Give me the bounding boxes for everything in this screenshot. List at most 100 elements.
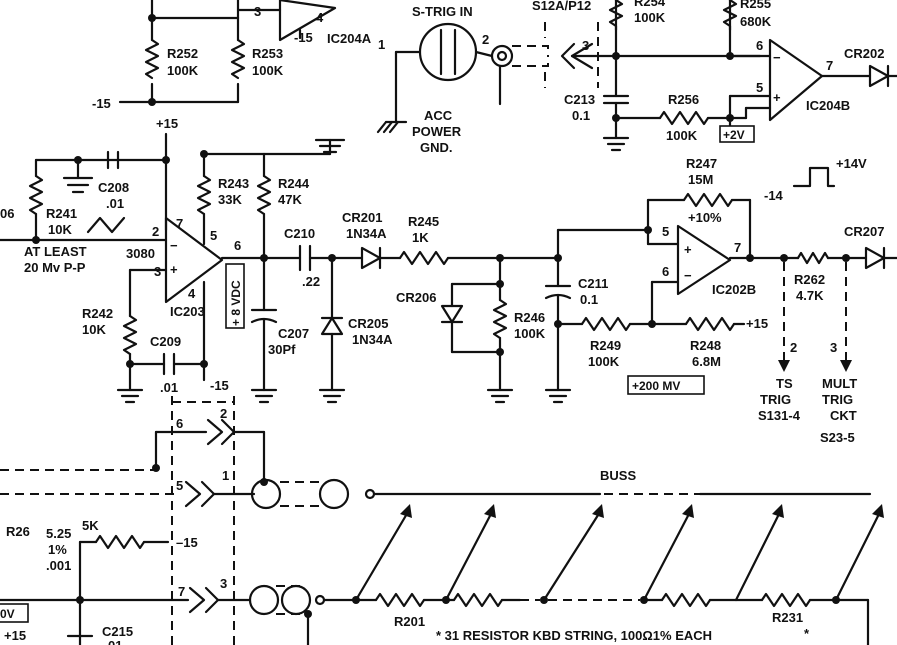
conn-pin-7: 7 (178, 584, 185, 599)
ic203-section: 06 C208 .01 R241 10K AT LEAST 20 Mv P-P … (0, 116, 562, 404)
r252-value: 100K (167, 63, 199, 78)
ic203-pin7: 7 (176, 216, 183, 231)
r26-val-2: 1% (48, 542, 67, 557)
r241-value: 10K (48, 222, 72, 237)
ts-label-1: TS (776, 376, 793, 391)
r246-ref: R246 (514, 310, 545, 325)
ts-label-3: S131-4 (758, 408, 801, 423)
c209-ref: C209 (150, 334, 181, 349)
cr206-ref: CR206 (396, 290, 436, 305)
r248-value: 6.8M (692, 354, 721, 369)
plus15c-label: +15 (4, 628, 26, 643)
plus8vdc-label: + 8 VDC (229, 280, 243, 326)
mult-pin: 3 (830, 340, 837, 355)
pin-1: 1 (378, 37, 385, 52)
r242-ref: R242 (82, 306, 113, 321)
c211-value: 0.1 (580, 292, 598, 307)
ic204b-ref: IC204B (806, 98, 850, 113)
s-trig-jack-icon (418, 22, 478, 82)
c215-ref: C215 (102, 624, 133, 639)
ov-box-label: 0V (0, 607, 15, 621)
key-contact-arrows (354, 504, 884, 602)
r255-value: 680K (740, 14, 772, 29)
r246-value: 100K (514, 326, 546, 341)
r26-val-1: 5.25 (46, 526, 71, 541)
ts-pin: 2 (790, 340, 797, 355)
r256-ref: R256 (668, 92, 699, 107)
r243-value: 33K (218, 192, 242, 207)
kbd-star: * (804, 626, 810, 641)
r244-ref: R244 (278, 176, 310, 191)
pulse-label: -14 (764, 188, 784, 203)
mult-label-3: CKT (830, 408, 857, 423)
ic202-pin7: 7 (734, 240, 741, 255)
conn-pin-1: 1 (222, 468, 229, 483)
c213-ref: C213 (564, 92, 595, 107)
conn-pin-3: 3 (220, 576, 227, 591)
plus15b-label: +15 (746, 316, 768, 331)
ic202b-ref: IC202B (712, 282, 756, 297)
c210-value: .22 (302, 274, 320, 289)
c213-value: 0.1 (572, 108, 590, 123)
acc-label: ACC (424, 108, 453, 123)
gnd-label: GND. (420, 140, 453, 155)
ic203-pin2: 2 (152, 224, 159, 239)
c208-value: .01 (106, 196, 124, 211)
conn-pin-6: 6 (176, 416, 183, 431)
pin-5: 5 (756, 80, 763, 95)
ic204b-plus: + (773, 90, 781, 105)
r255-ref: R255 (740, 0, 771, 11)
c207-value: 30Pf (268, 342, 296, 357)
ic204a-section: R252 100K R253 100K -15 3 4 -15 IC204A (92, 0, 372, 111)
r253-ref: R253 (252, 46, 283, 61)
plus200mv-label: +200 MV (632, 379, 680, 393)
r26-val-3: .001 (46, 558, 71, 573)
plus15-a: +15 (156, 116, 178, 131)
ic202-minus: − (684, 268, 692, 283)
c211-ref: C211 (578, 276, 608, 291)
minus15b-label: -15 (294, 30, 313, 45)
cr201-ref: CR201 (342, 210, 382, 225)
c210-ref: C210 (284, 226, 315, 241)
r252-ref: R252 (167, 46, 198, 61)
c207-ref: C207 (278, 326, 309, 341)
mult-label-1: MULT (822, 376, 857, 391)
left-06: 06 (0, 206, 14, 221)
ic203-pin4: 4 (188, 286, 196, 301)
r254-ref: R254 (634, 0, 666, 9)
cr202-ref: CR202 (844, 46, 884, 61)
minus15c-label: -15 (210, 378, 229, 393)
r249-ref: R249 (590, 338, 621, 353)
ic203-plus: + (170, 262, 178, 277)
plus10pct-label: +10% (688, 210, 722, 225)
at-least-label: AT LEAST (24, 244, 87, 259)
r201-ref: R201 (394, 614, 425, 629)
c215-frag: 01 (108, 638, 122, 645)
buss-label: BUSS (600, 468, 636, 483)
pin-7: 7 (826, 58, 833, 73)
r254-value: 100K (634, 10, 666, 25)
ic203-pin3: 3 (154, 264, 161, 279)
r245-value: 1K (412, 230, 429, 245)
ic204a-ref: IC204A (327, 31, 372, 46)
r241-ref: R241 (46, 206, 77, 221)
ic203-pin6: 6 (234, 238, 241, 253)
pin-2: 2 (482, 32, 489, 47)
ic202-pin6: 6 (662, 264, 669, 279)
ic203-ref: IC203 (170, 304, 205, 319)
r247-ref: R247 (686, 156, 717, 171)
conn-pin-5: 5 (176, 478, 183, 493)
r243-ref: R243 (218, 176, 249, 191)
minus15-label: -15 (92, 96, 111, 111)
r256-value: 100K (666, 128, 698, 143)
fivek-label: 5K (82, 518, 99, 533)
r262-value: 4.7K (796, 288, 824, 303)
pin-3b: 3 (582, 38, 589, 53)
pin-3a: 3 (254, 4, 261, 19)
r248-ref: R248 (690, 338, 721, 353)
mult-label-4: S23-5 (820, 430, 855, 445)
r247-value: 15M (688, 172, 713, 187)
r249-value: 100K (588, 354, 620, 369)
ic204b-section: R254 100K C213 0.1 R256 100K +2V R255 68… (564, 0, 897, 152)
